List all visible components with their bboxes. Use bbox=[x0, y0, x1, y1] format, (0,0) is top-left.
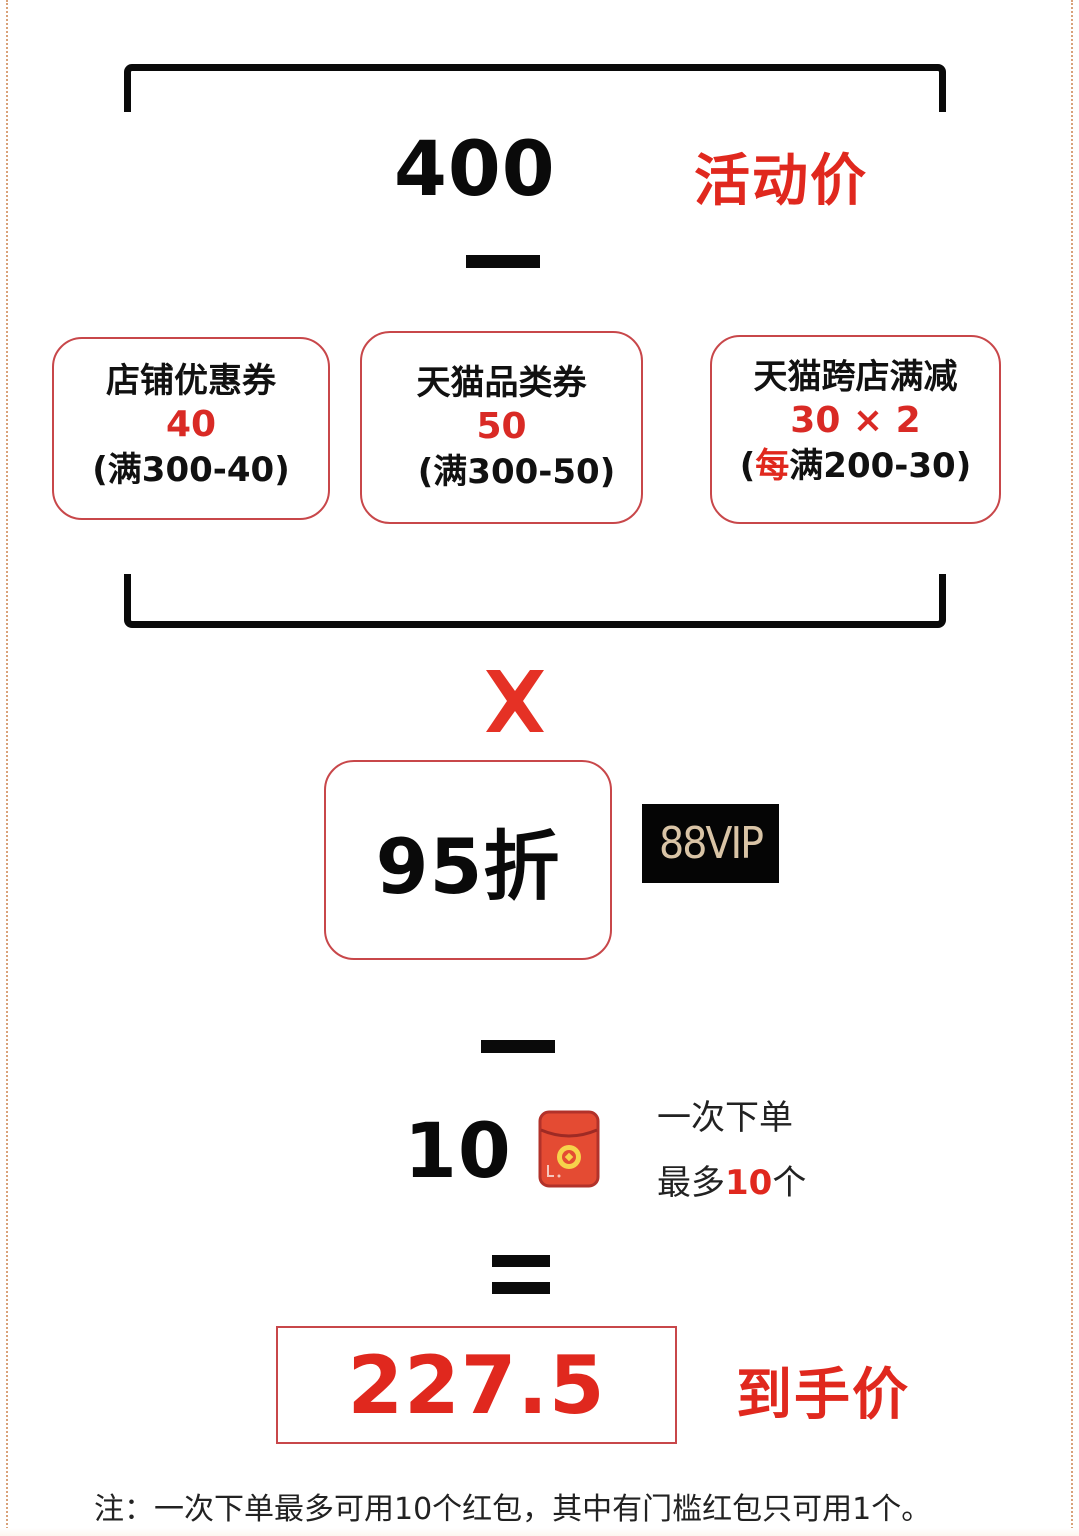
coupon-title: 天猫品类券 bbox=[416, 363, 587, 403]
equals-icon-top-bar bbox=[492, 1255, 550, 1267]
bracket-bottom bbox=[124, 574, 946, 628]
page-border-right bbox=[1071, 0, 1073, 1536]
vip-badge: 88VIP bbox=[642, 804, 779, 883]
note-highlight: 10 bbox=[725, 1163, 773, 1203]
coupon-amount: 40 bbox=[165, 404, 217, 445]
rule-highlight: 每 bbox=[755, 446, 790, 486]
final-price-box: 227.5 bbox=[276, 1326, 677, 1444]
page-border-left bbox=[6, 0, 8, 1536]
coupon-card-category: 天猫品类券 50 (满300-50) bbox=[360, 331, 643, 524]
minus-icon bbox=[481, 1040, 555, 1053]
coupon-rule: (满300-50) bbox=[362, 449, 641, 495]
red-packet-note-line1: 一次下单 bbox=[657, 1098, 793, 1138]
rule-prefix: ( bbox=[417, 452, 434, 492]
note-prefix: 最多 bbox=[657, 1163, 725, 1203]
page-border-bottom bbox=[0, 1528, 1079, 1536]
discount-value: 95折 bbox=[375, 822, 561, 911]
coupon-amount: 50 bbox=[476, 406, 527, 447]
coupon-title: 店铺优惠券 bbox=[106, 361, 276, 401]
bracket-top bbox=[124, 64, 946, 112]
rule-prefix: ( bbox=[92, 450, 108, 490]
coupon-rule: (满300-40) bbox=[54, 447, 328, 493]
equals-icon-bottom-bar bbox=[492, 1282, 550, 1294]
activity-price-label: 活动价 bbox=[694, 149, 868, 214]
minus-icon bbox=[466, 255, 540, 268]
rule-prefix: ( bbox=[739, 446, 756, 486]
coupon-card-cross-store: 天猫跨店满减 30 × 2 (每满200-30) bbox=[710, 335, 1001, 524]
coupon-amount: 30 × 2 bbox=[790, 400, 921, 441]
rule-text: 满200-30) bbox=[789, 446, 972, 486]
final-price-label: 到手价 bbox=[736, 1363, 910, 1428]
coupon-title: 天猫跨店满减 bbox=[753, 357, 958, 397]
activity-price-value: 400 bbox=[394, 124, 556, 213]
discount-card: 95折 bbox=[324, 760, 612, 960]
rule-text: 满300-50) bbox=[433, 452, 616, 492]
footnote: 注：一次下单最多可用10个红包，其中有门槛红包只可用1个。 bbox=[94, 1492, 932, 1527]
red-packet-value: 10 bbox=[404, 1106, 512, 1195]
coupon-card-store: 店铺优惠券 40 (满300-40) bbox=[52, 337, 330, 520]
note-suffix: 个 bbox=[772, 1163, 807, 1203]
rule-text: 满300-40) bbox=[107, 450, 290, 490]
red-packet-note-line2: 最多10个 bbox=[657, 1163, 806, 1203]
coupon-rule: (每满200-30) bbox=[712, 443, 999, 489]
final-price-value: 227.5 bbox=[347, 1338, 606, 1432]
times-icon bbox=[486, 670, 544, 732]
red-envelope-icon bbox=[538, 1110, 600, 1188]
